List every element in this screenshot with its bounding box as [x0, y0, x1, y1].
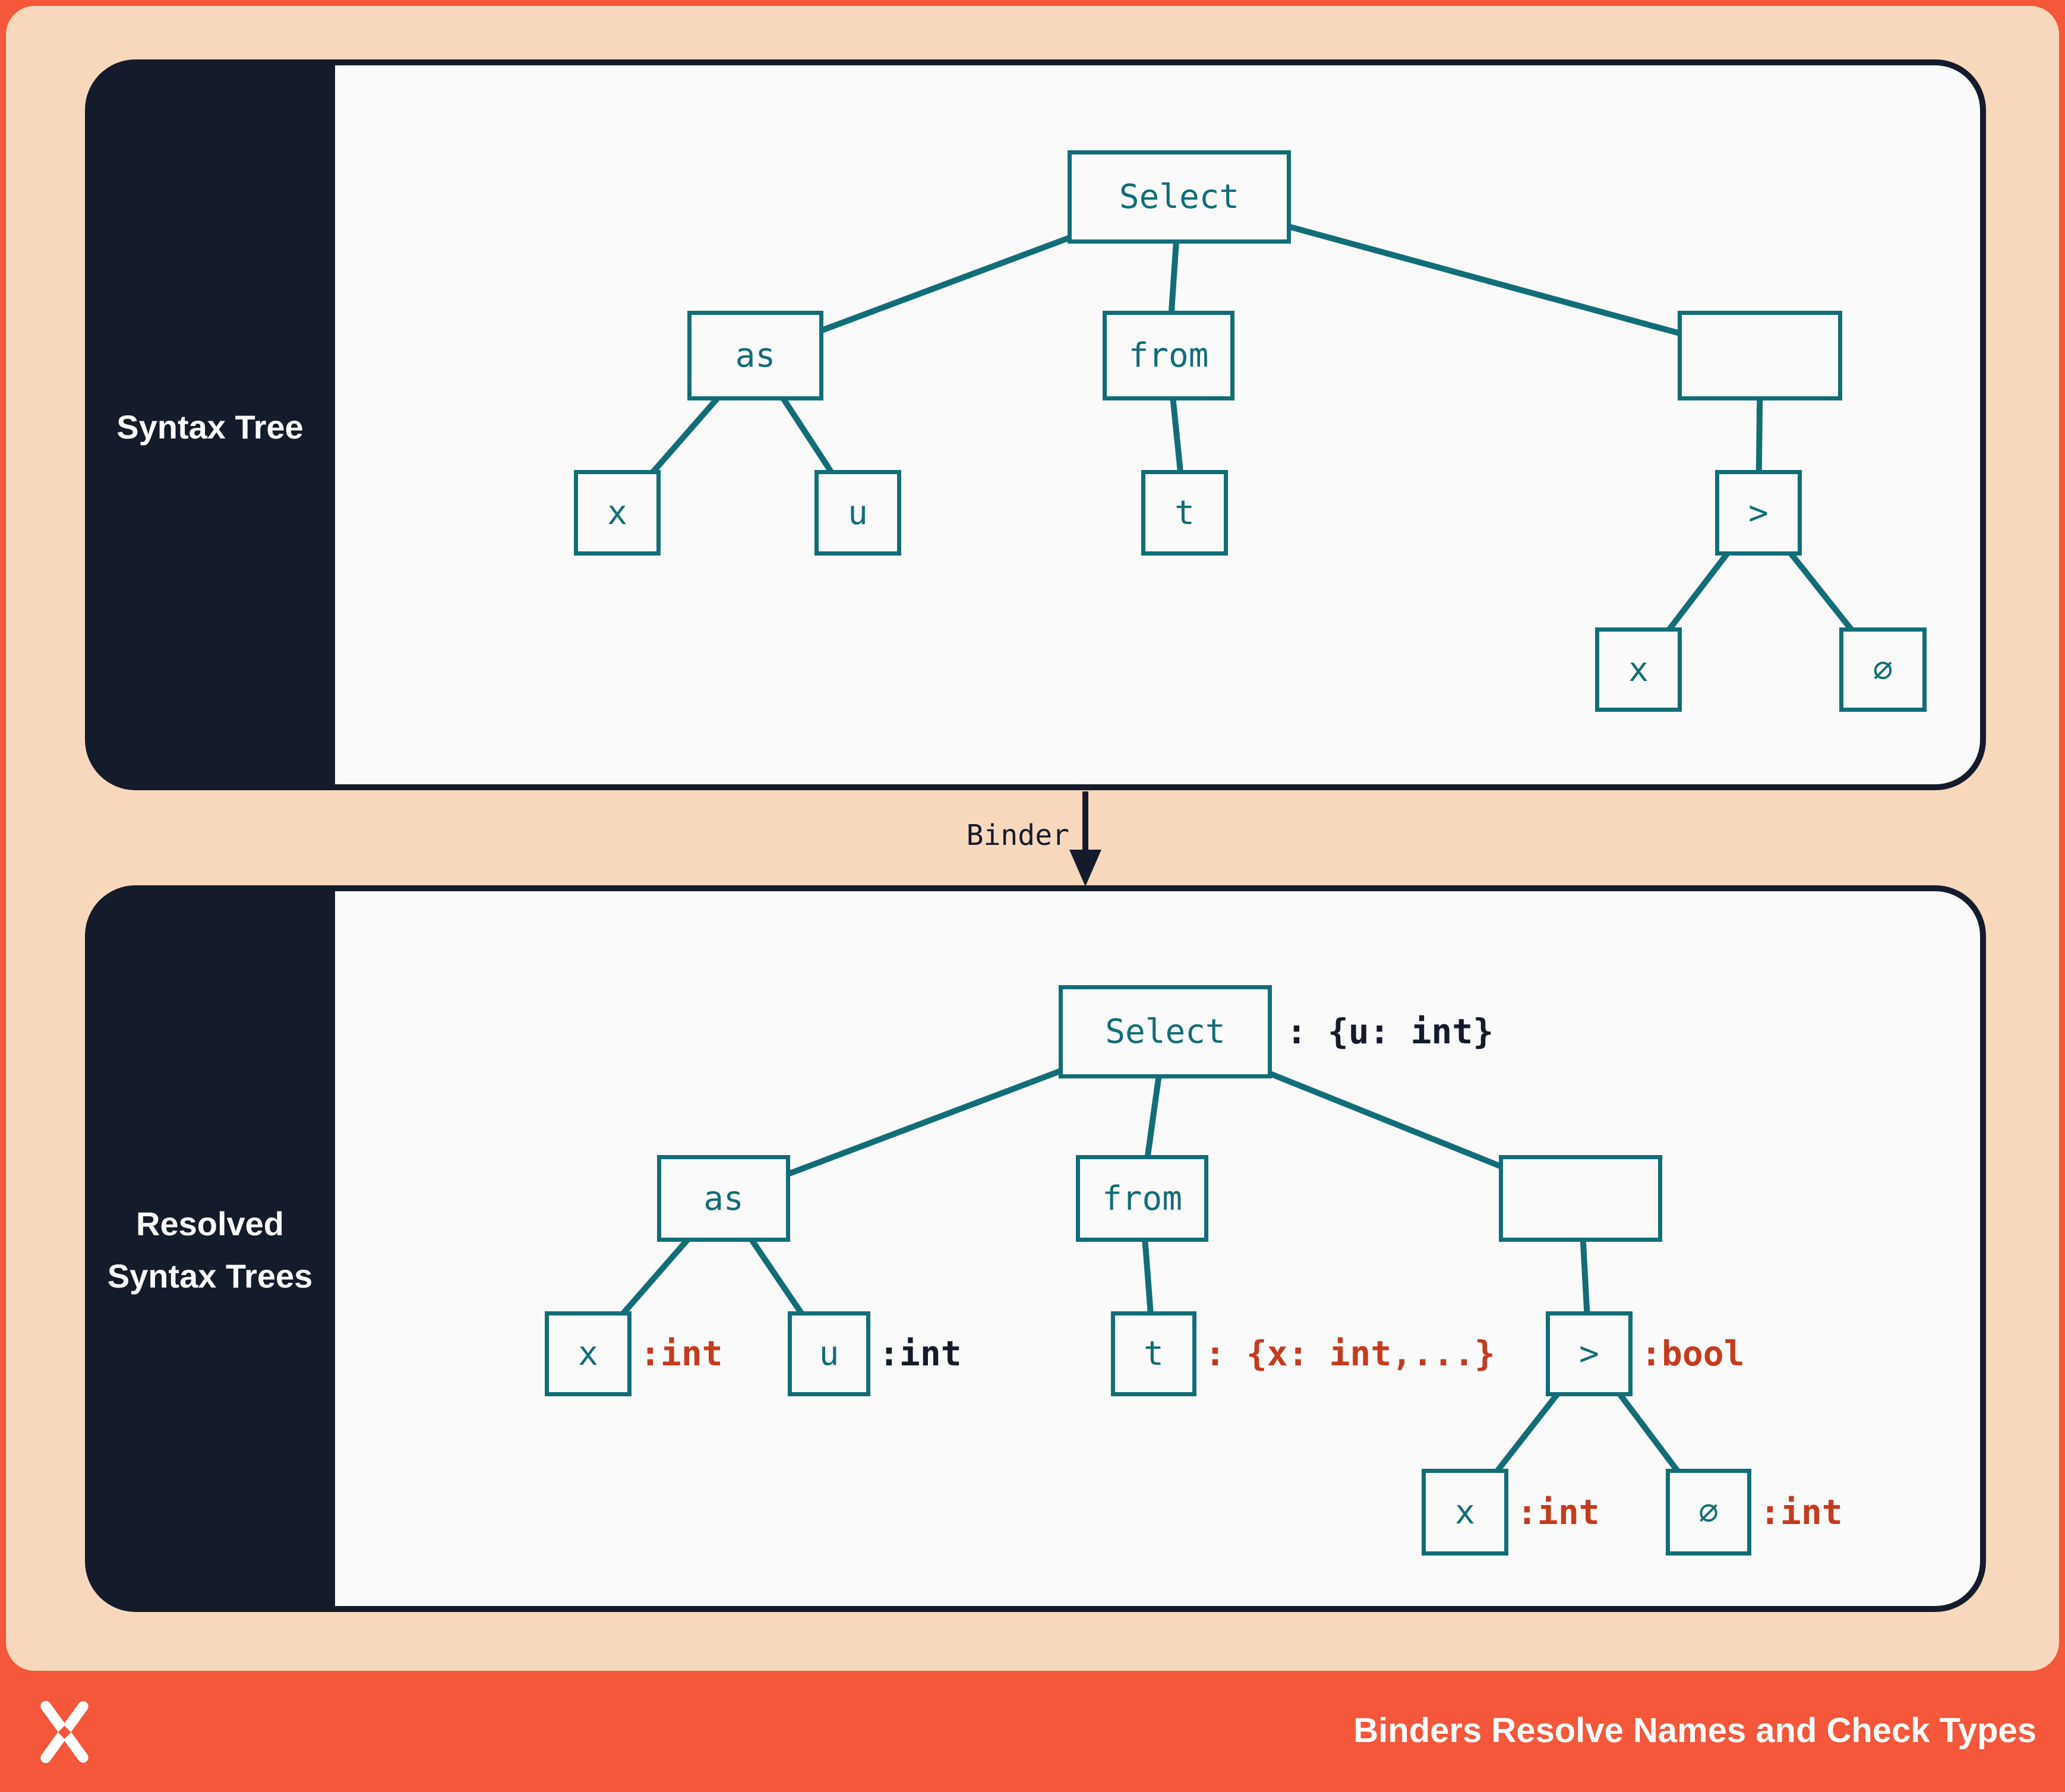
syntax-node-u: u	[814, 470, 901, 556]
panel-title-line2: Syntax Trees	[107, 1257, 313, 1295]
syntax-node-x-operand: x	[1595, 627, 1682, 712]
syntax-node-t: t	[1141, 470, 1228, 556]
syntax-tree-edges	[615, 194, 1886, 672]
resolved-node-from: from	[1076, 1155, 1208, 1242]
resolved-node-x-operand: x	[1422, 1469, 1508, 1556]
type-annotation-t: : {x: int,...}	[1205, 1333, 1495, 1374]
type-annotation-zero: :int	[1760, 1492, 1843, 1532]
type-annotation-select: : {u: int}	[1286, 1011, 1494, 1052]
type-annotation-x-operand: :int	[1517, 1492, 1600, 1532]
type-annotation-u: :int	[879, 1333, 962, 1374]
syntax-node-where	[1678, 311, 1842, 400]
syntax-node-gt: >	[1715, 470, 1802, 556]
resolved-tree-edges	[586, 1028, 1711, 1515]
type-annotation-x: :int	[640, 1333, 723, 1374]
footer-title: Binders Resolve Names and Check Types	[1353, 1711, 2036, 1750]
resolved-node-as: as	[657, 1155, 790, 1242]
panel-title-resolved-syntax-trees: Resolved Syntax Trees	[85, 1198, 335, 1302]
syntax-node-x: x	[574, 470, 661, 556]
resolved-node-t: t	[1111, 1311, 1196, 1396]
syntax-node-zero: ∅	[1839, 627, 1927, 712]
resolved-node-where	[1499, 1155, 1662, 1242]
syntax-node-as: as	[687, 311, 823, 400]
resolved-node-x: x	[545, 1311, 632, 1396]
brand-x-logo-icon	[40, 1700, 89, 1763]
syntax-node-select: Select	[1068, 150, 1291, 244]
binder-label: Binder	[966, 819, 1069, 852]
resolved-node-gt: >	[1546, 1311, 1633, 1396]
resolved-node-u: u	[788, 1311, 870, 1396]
type-annotation-gt: :bool	[1641, 1333, 1745, 1374]
syntax-node-from: from	[1103, 311, 1234, 400]
resolved-node-select: Select	[1059, 985, 1272, 1078]
resolved-node-zero: ∅	[1666, 1469, 1751, 1556]
panel-title-line1: Resolved	[136, 1205, 284, 1242]
binder-arrow-icon	[1069, 791, 1101, 886]
panel-title-syntax-tree: Syntax Tree	[116, 408, 304, 446]
